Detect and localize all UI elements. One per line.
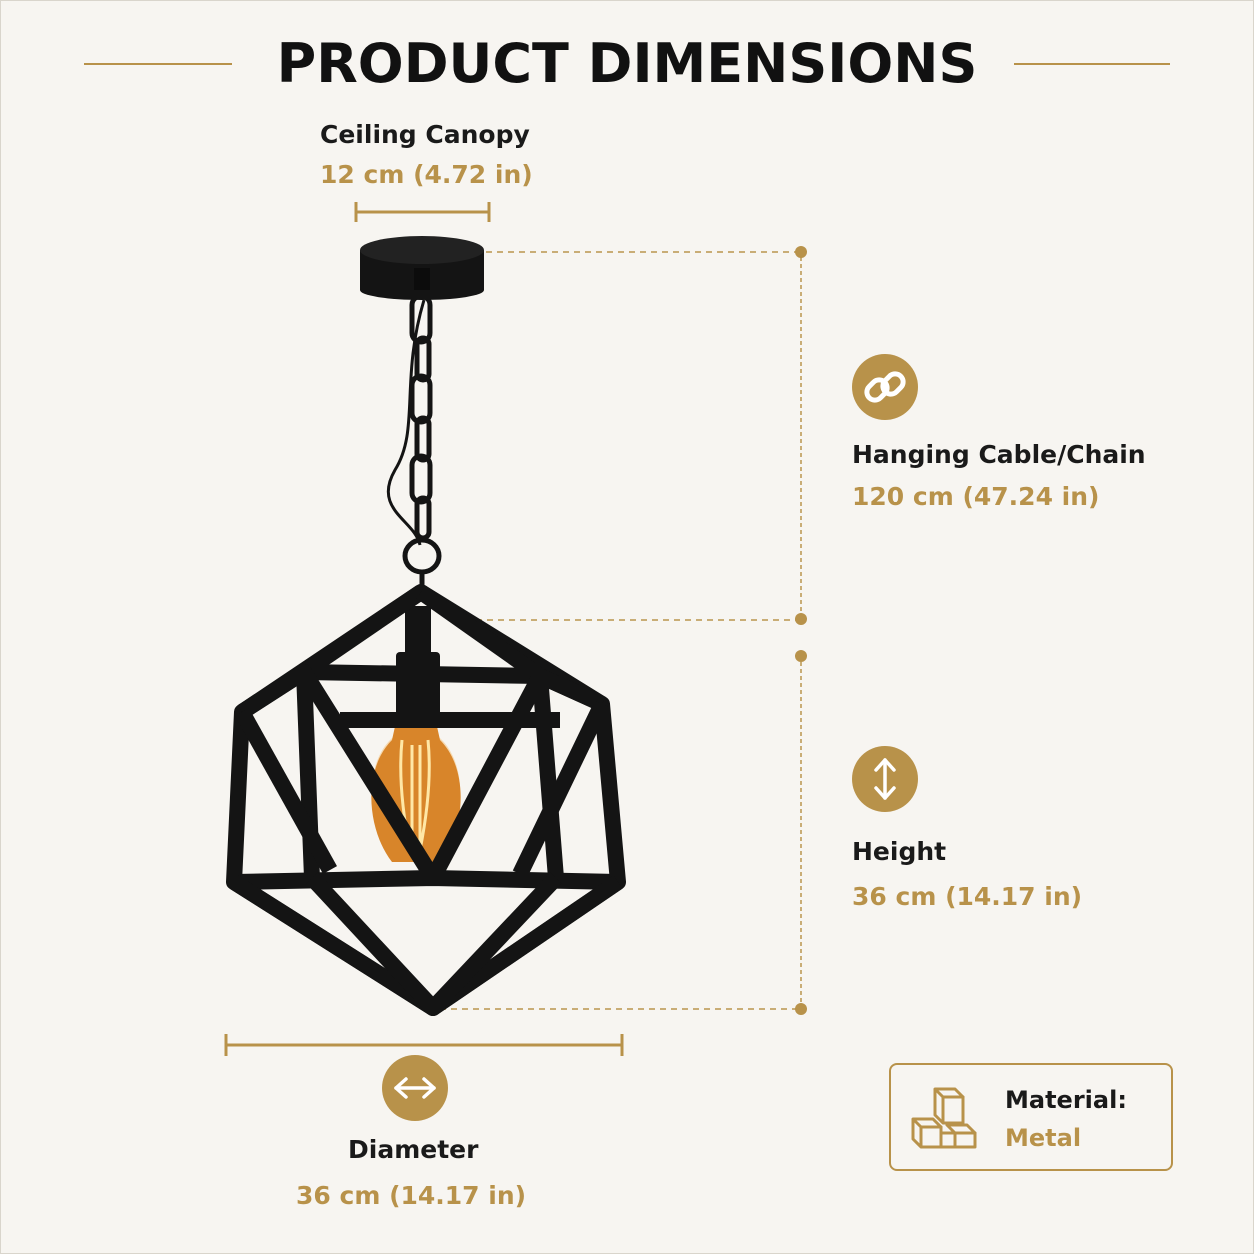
height-value: 36 cm (14.17 in) [852,882,1083,911]
wood-planks-icon [911,1087,977,1149]
chain-value: 120 cm (47.24 in) [852,482,1100,511]
material-label: Material: [1005,1086,1127,1114]
chain-label: Hanging Cable/Chain [852,440,1146,469]
chain-link-icon [852,354,918,420]
horizontal-arrow-icon [382,1055,448,1121]
page-title: PRODUCT DIMENSIONS [276,32,978,95]
guide-dots [795,246,807,1015]
diameter-dimension-bar [224,1034,624,1056]
diameter-label: Diameter [348,1135,479,1164]
lamp-socket [396,606,440,722]
title-rule-left [84,63,232,65]
canopy-value: 12 cm (4.72 in) [320,160,533,189]
material-value: Metal [1005,1124,1082,1152]
height-label: Height [852,837,947,866]
geometric-cage [226,584,626,1016]
canopy-dimension-bar [354,202,491,222]
diameter-value: 36 cm (14.17 in) [296,1181,527,1210]
title-row: PRODUCT DIMENSIONS [0,28,1254,100]
hanging-chain [386,293,442,590]
dimension-guides [440,251,802,1010]
vertical-arrow-icon [852,746,918,812]
title-rule-right [1014,63,1170,65]
ceiling-canopy [360,236,484,300]
canopy-label: Ceiling Canopy [320,120,530,149]
material-card: Material: Metal [889,1063,1173,1171]
